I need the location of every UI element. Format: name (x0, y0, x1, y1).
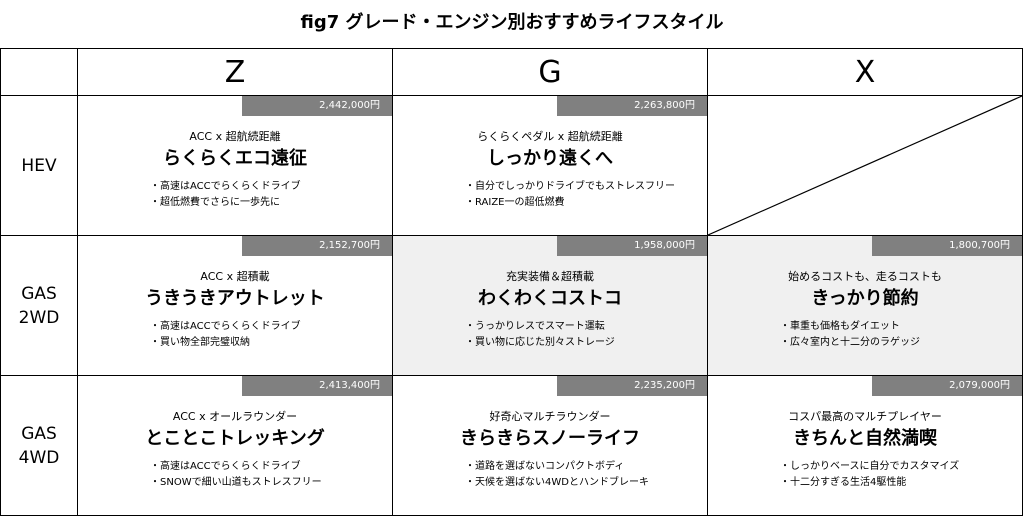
bullet-list: ・高速はACCでらくらくドライブ ・買い物全部完璧収納 (150, 319, 301, 351)
bullet-item: ・買い物全部完璧収納 (150, 337, 250, 348)
cell-headline: きちんと自然満喫 (793, 428, 937, 449)
bullet-list: ・自分でしっかりドライブでもストレスフリー ・RAIZE一の超低燃費 (465, 179, 675, 211)
row-header-label: GAS (21, 423, 57, 444)
table-row: HEV 2,442,000円 ACC x 超航続距離 らくらくエコ遠征 ・高速は… (0, 95, 1023, 236)
bullet-item: ・自分でしっかりドライブでもストレスフリー (465, 181, 675, 192)
bullet-item: ・広々室内と十二分のラゲッジ (780, 337, 920, 348)
lifestyle-cell: 2,152,700円 ACC x 超積載 うきうきアウトレット ・高速はACCで… (77, 235, 393, 376)
lifestyle-cell: 2,442,000円 ACC x 超航続距離 らくらくエコ遠征 ・高速はACCで… (77, 95, 393, 236)
cell-subtitle: 好奇心マルチラウンダー (489, 410, 611, 423)
bullet-item: ・RAIZE一の超低燃費 (465, 197, 565, 208)
bullet-item: ・しっかりベースに自分でカスタマイズ (780, 461, 960, 472)
table-row: GAS 4WD 2,413,400円 ACC x オールラウンダー とことこトレッ… (0, 375, 1023, 516)
cell-headline: とことこトレッキング (145, 428, 325, 449)
row-header: GAS 4WD (0, 375, 78, 516)
cell-subtitle: 充実装備＆超積載 (506, 270, 594, 283)
bullet-list: ・しっかりベースに自分でカスタマイズ ・十二分すぎる生活4駆性能 (780, 459, 959, 491)
lifestyle-cell: 2,235,200円 好奇心マルチラウンダー きらきらスノーライフ ・道路を選ば… (392, 375, 708, 516)
lifestyle-table: Z G X HEV 2,442,000円 ACC x 超航続距離 らくらくエコ遠… (0, 48, 1023, 516)
bullet-item: ・十二分すぎる生活4駆性能 (780, 477, 907, 488)
bullet-item: ・天候を選ばない4WDとハンドブレーキ (465, 477, 649, 488)
bullet-item: ・車重も価格もダイエット (780, 321, 900, 332)
row-header-label: GAS (21, 283, 57, 304)
row-header-label: 4WD (18, 447, 60, 468)
table-row: GAS 2WD 2,152,700円 ACC x 超積載 うきうきアウトレット ・… (0, 235, 1023, 376)
cell-subtitle: ACC x 超航続距離 (189, 130, 281, 143)
lifestyle-cell: 2,263,800円 らくらくペダル x 超航続距離 しっかり遠くへ ・自分でし… (392, 95, 708, 236)
price-tag: 2,263,800円 (557, 96, 707, 116)
lifestyle-cell: 2,079,000円 コスパ最高のマルチプレイヤー きちんと自然満喫 ・しっかり… (707, 375, 1023, 516)
bullet-list: ・高速はACCでらくらくドライブ ・超低燃費でさらに一歩先に (150, 179, 301, 211)
bullet-item: ・高速はACCでらくらくドライブ (150, 321, 301, 332)
price-tag: 2,235,200円 (557, 376, 707, 396)
bullet-list: ・うっかりレスでスマート運転 ・買い物に応じた別々ストレージ (465, 319, 615, 351)
price-tag: 1,958,000円 (557, 236, 707, 256)
empty-cell (707, 95, 1023, 236)
lifestyle-cell: 2,413,400円 ACC x オールラウンダー とことこトレッキング ・高速… (77, 375, 393, 516)
bullet-item: ・高速はACCでらくらくドライブ (150, 181, 301, 192)
cell-headline: しっかり遠くへ (487, 148, 613, 169)
cell-headline: らくらくエコ遠征 (163, 148, 307, 169)
column-header-x: X (707, 48, 1023, 96)
cell-headline: きっかり節約 (811, 288, 919, 309)
bullet-item: ・高速はACCでらくらくドライブ (150, 461, 301, 472)
cell-headline: うきうきアウトレット (145, 288, 325, 309)
bullet-item: ・SNOWで細い山道もストレスフリー (150, 477, 322, 488)
corner-cell (0, 48, 78, 96)
row-header-label: 2WD (18, 307, 60, 328)
column-header-g: G (392, 48, 708, 96)
lifestyle-cell: 1,800,700円 始めるコストも、走るコストも きっかり節約 ・車重も価格も… (707, 235, 1023, 376)
cell-subtitle: ACC x 超積載 (200, 270, 270, 283)
cell-subtitle: コスパ最高のマルチプレイヤー (788, 410, 942, 423)
price-tag: 2,152,700円 (242, 236, 392, 256)
row-header: HEV (0, 95, 78, 236)
bullet-list: ・高速はACCでらくらくドライブ ・SNOWで細い山道もストレスフリー (150, 459, 322, 491)
price-tag: 1,800,700円 (872, 236, 1022, 256)
figure-title: fig7 グレード・エンジン別おすすめライフスタイル (300, 12, 724, 33)
diagonal-line (708, 96, 1022, 235)
cell-subtitle: 始めるコストも、走るコストも (788, 270, 942, 283)
bullet-list: ・車重も価格もダイエット ・広々室内と十二分のラゲッジ (780, 319, 920, 351)
price-tag: 2,413,400円 (242, 376, 392, 396)
cell-headline: わくわくコストコ (478, 288, 622, 309)
bullet-item: ・買い物に応じた別々ストレージ (465, 337, 615, 348)
price-tag: 2,079,000円 (872, 376, 1022, 396)
lifestyle-cell: 1,958,000円 充実装備＆超積載 わくわくコストコ ・うっかりレスでスマー… (392, 235, 708, 376)
cell-headline: きらきらスノーライフ (460, 428, 640, 449)
bullet-list: ・道路を選ばないコンパクトボディ ・天候を選ばない4WDとハンドブレーキ (465, 459, 649, 491)
cell-subtitle: らくらくペダル x 超航続距離 (477, 130, 623, 143)
bullet-item: ・道路を選ばないコンパクトボディ (465, 461, 625, 472)
price-tag: 2,442,000円 (242, 96, 392, 116)
column-header-z: Z (77, 48, 393, 96)
row-header: GAS 2WD (0, 235, 78, 376)
cell-subtitle: ACC x オールラウンダー (172, 410, 298, 423)
header-row: Z G X (0, 48, 1023, 96)
bullet-item: ・うっかりレスでスマート運転 (465, 321, 605, 332)
row-header-label: HEV (21, 155, 57, 176)
bullet-item: ・超低燃費でさらに一歩先に (150, 197, 280, 208)
